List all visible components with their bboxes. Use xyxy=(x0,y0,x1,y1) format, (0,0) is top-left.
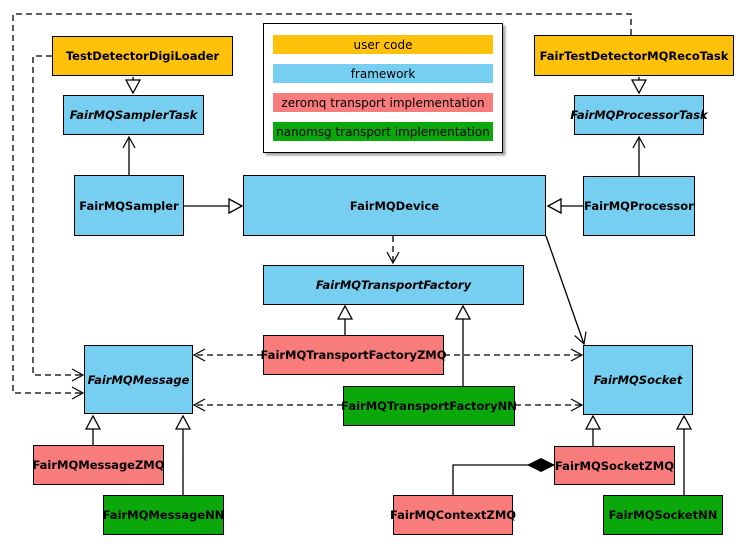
node-fairmqsamplertask: FairMQSamplerTask xyxy=(63,95,204,135)
node-fairmqsocketnn: FairMQSocketNN xyxy=(603,495,723,535)
legend: user code framework zeromq transport imp… xyxy=(263,23,503,153)
node-fairmqtransportfactory: FairMQTransportFactory xyxy=(263,265,524,305)
node-fairmqtransportfactorynn: FairMQTransportFactoryNN xyxy=(341,386,517,426)
node-fairmqsocketzmq: FairMQSocketZMQ xyxy=(554,446,675,485)
edge-contextzmq-socketzmq xyxy=(452,464,529,495)
node-fairtestdetectormqrecotask: FairTestDetectorMQRecoTask xyxy=(534,35,734,76)
node-fairmqmessagezmq: FairMQMessageZMQ xyxy=(32,445,165,485)
node-fairmqprocessortask: FairMQProcessorTask xyxy=(570,95,708,135)
legend-item-user-code: user code xyxy=(273,35,493,54)
edge-device-socket xyxy=(545,235,587,346)
legend-item-framework: framework xyxy=(273,64,493,83)
composition-diamond xyxy=(526,457,556,473)
legend-item-zeromq: zeromq transport implementation xyxy=(273,93,493,112)
node-fairmqcontextzmq: FairMQContextZMQ xyxy=(390,495,516,535)
edge-recotask-message xyxy=(12,13,632,400)
node-testdetectordigiloader: TestDetectorDigiLoader xyxy=(52,36,233,76)
node-fairmqmessagenn: FairMQMessageNN xyxy=(103,495,224,535)
legend-item-nanomsg: nanomsg transport implementation xyxy=(273,122,493,141)
node-fairmqmessage: FairMQMessage xyxy=(84,345,193,414)
edge-digiloader-message xyxy=(32,55,85,382)
node-fairmqprocessor: FairMQProcessor xyxy=(583,176,695,236)
node-fairmqtransportfactoryzmq: FairMQTransportFactoryZMQ xyxy=(261,335,447,375)
node-fairmqdevice: FairMQDevice xyxy=(243,175,546,236)
node-fairmqsampler: FairMQSampler xyxy=(74,175,184,236)
node-fairmqsocket: FairMQSocket xyxy=(583,345,693,415)
